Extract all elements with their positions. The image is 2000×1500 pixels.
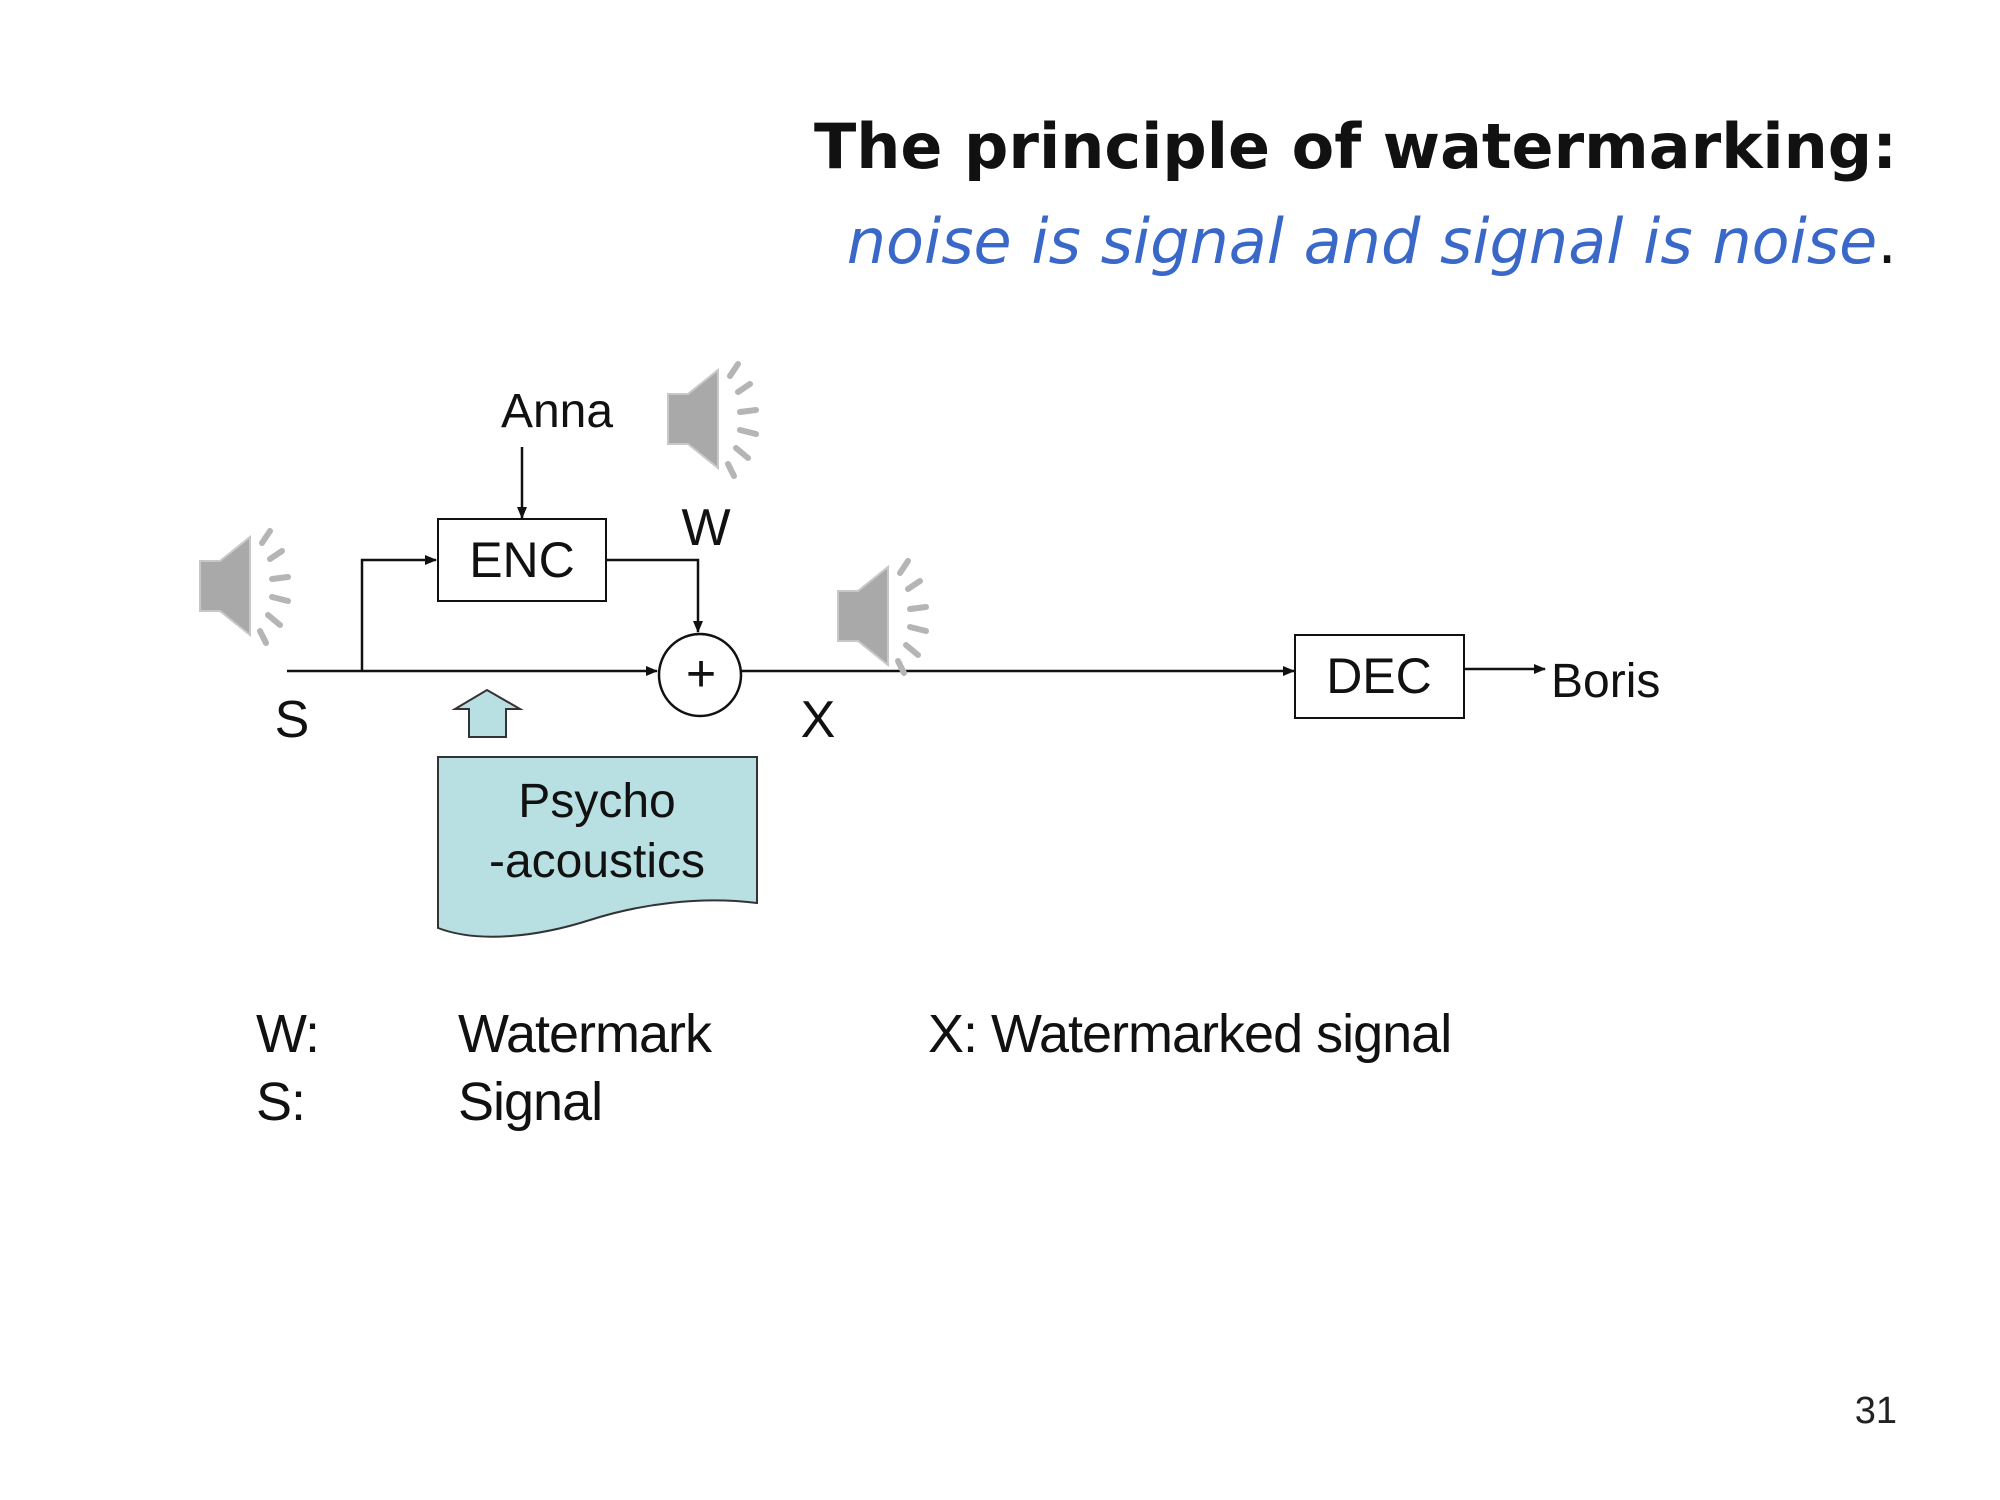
signal-label: S: [275, 691, 310, 749]
key-input-label: Anna: [501, 385, 613, 438]
receiver-label: Boris: [1551, 655, 1660, 708]
encoder-label: ENC: [469, 532, 575, 588]
legend-x-entry: X: Watermarked signal: [928, 1004, 1452, 1064]
branch-to-encoder: [360, 555, 437, 671]
adder-node: [657, 632, 743, 718]
psycho-acoustics-block: [437, 756, 758, 938]
watermark-label: W: [681, 499, 730, 557]
psycho-label-line1: Psycho: [518, 775, 675, 828]
adder-symbol: +: [686, 645, 716, 703]
speaker-icon[interactable]: [838, 561, 926, 673]
decoder-block: [1294, 634, 1465, 719]
legend-w-value: Watermark: [458, 1004, 712, 1064]
encoder-block: [437, 518, 607, 602]
legend-s-key: S:: [256, 1072, 306, 1132]
slide-subtitle-text: noise is signal and signal is noise: [846, 205, 1878, 278]
watermark-to-adder: [606, 558, 703, 633]
speaker-icon[interactable]: [668, 364, 756, 476]
psycho-up-arrow: [451, 688, 524, 738]
legend-s-value: Signal: [458, 1072, 603, 1132]
decoder-label: DEC: [1326, 648, 1432, 704]
slide-subtitle: noise is signal and signal is noise.: [847, 205, 1897, 278]
slide-title: The principle of watermarking:: [813, 110, 1897, 183]
psycho-label-line2: -acoustics: [489, 835, 705, 888]
page-number: 31: [1854, 1390, 1897, 1432]
speaker-icon[interactable]: [200, 531, 288, 643]
legend-w-key: W:: [256, 1004, 320, 1064]
slide-subtitle-period: .: [1877, 205, 1897, 278]
output-label: X: [801, 691, 836, 749]
